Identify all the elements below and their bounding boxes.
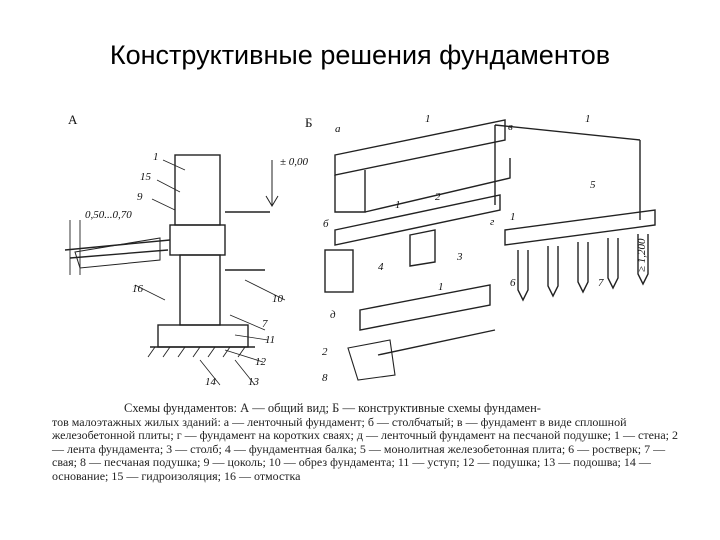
callout-b-1a: 1 <box>425 113 431 125</box>
scheme-letter-d: д <box>330 309 336 321</box>
callout-b-5: 5 <box>590 179 596 191</box>
callout-b-2d: 2 <box>322 346 328 358</box>
figure-caption: Схемы фундаментов: А — общий вид; Б — ко… <box>52 401 680 483</box>
scheme-v-slab <box>494 124 641 220</box>
callout-b-8: 8 <box>322 372 328 384</box>
scheme-g-pile <box>517 250 529 302</box>
plinth-section <box>169 224 226 256</box>
scheme-b-beam <box>334 194 501 246</box>
callout-a-9: 9 <box>137 191 143 203</box>
callout-b-1c: 1 <box>585 113 591 125</box>
callout-a-11: 11 <box>265 334 275 346</box>
scheme-letter-g: г <box>490 216 495 228</box>
wall-section <box>174 154 221 226</box>
foundation-figure: А Б ± 0,00 0,50...0,70 ≥ 1,200 а б в г д… <box>40 100 690 520</box>
callout-a-1: 1 <box>153 151 159 163</box>
callout-b-3: 3 <box>456 251 463 263</box>
scheme-b-column <box>324 249 354 293</box>
min-depth-label: ≥ 1,200 <box>636 238 648 272</box>
scheme-letter-b: б <box>323 218 329 230</box>
blind-area <box>74 237 161 269</box>
callout-a-15: 15 <box>140 171 152 183</box>
scheme-d-cushion <box>347 339 396 381</box>
footing-section <box>157 324 249 348</box>
callout-b-6: 6 <box>510 277 516 289</box>
callout-b-1d: 1 <box>510 211 516 223</box>
callout-a-12: 12 <box>255 356 267 368</box>
caption-body: тов малоэтажных жилых зданий: а — ленточ… <box>52 414 678 483</box>
scheme-d-wall <box>359 284 491 331</box>
callout-b-1e: 1 <box>438 281 444 293</box>
callout-a-13: 13 <box>248 376 260 388</box>
caption-title: Схемы фундаментов: А — общий вид; Б — ко… <box>124 401 541 415</box>
scheme-letter-v: в <box>508 121 513 133</box>
callout-b-4: 4 <box>378 261 384 273</box>
scheme-letter-a: а <box>335 123 341 135</box>
scheme-a-wall <box>334 119 506 176</box>
callout-b-2: 2 <box>435 191 441 203</box>
elevation-label: ± 0,00 <box>280 156 309 168</box>
panel-a-label: А <box>68 112 78 127</box>
callout-b-7: 7 <box>598 277 604 289</box>
panel-b-label: Б <box>305 115 312 130</box>
slide-title: Конструктивные решения фундаментов <box>109 40 611 70</box>
callout-a-14: 14 <box>205 376 217 388</box>
callout-a-16: 16 <box>132 283 144 295</box>
callout-a-10: 10 <box>272 293 284 305</box>
foundation-drawing: А Б ± 0,00 0,50...0,70 ≥ 1,200 а б в г д… <box>64 112 656 388</box>
callout-b-1b: 1 <box>395 199 401 211</box>
depth-label: 0,50...0,70 <box>85 209 132 221</box>
scheme-g-grillage <box>504 209 656 246</box>
callout-a-7: 7 <box>262 318 268 330</box>
foundation-body <box>179 254 221 326</box>
